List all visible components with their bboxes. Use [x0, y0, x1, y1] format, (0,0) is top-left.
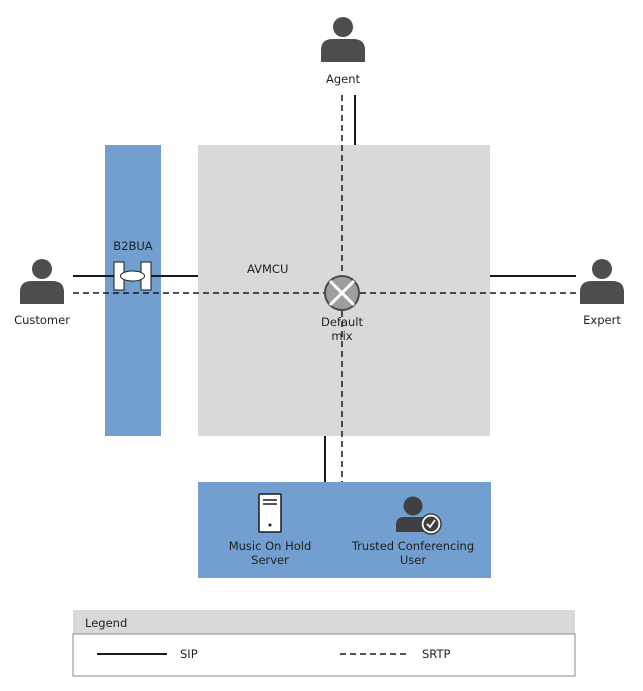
- server-icon: [258, 493, 282, 533]
- legend-sip-label: SIP: [180, 647, 198, 661]
- default-mix-label-line2: mix: [331, 329, 352, 343]
- moh-server-label-line2: Server: [251, 553, 289, 567]
- services-box: [198, 482, 491, 578]
- customer-person-icon: [20, 259, 64, 304]
- trusted-user-label-line2: User: [400, 553, 426, 567]
- expert-label: Expert: [583, 313, 621, 327]
- expert-person-icon: [580, 259, 624, 304]
- legend-header: [73, 610, 575, 634]
- trusted-user-label-line1: Trusted Conferencing: [351, 539, 474, 553]
- b2bua-box: [105, 145, 161, 436]
- legend-srtp-label: SRTP: [422, 647, 450, 661]
- customer-label: Customer: [14, 313, 70, 327]
- moh-server-label-line1: Music On Hold: [229, 539, 312, 553]
- mixer-icon: [324, 275, 360, 311]
- default-mix-label-line1: Default: [321, 315, 364, 329]
- b2bua-connector-icon: [113, 261, 152, 291]
- avmcu-label: AVMCU: [247, 262, 288, 276]
- legend-title: Legend: [85, 616, 127, 630]
- b2bua-label: B2BUA: [113, 239, 153, 253]
- legend: Legend SIP SRTP: [72, 610, 576, 677]
- verified-user-icon: [396, 496, 442, 535]
- agent-person-icon: [321, 17, 365, 62]
- agent-label: Agent: [326, 72, 361, 86]
